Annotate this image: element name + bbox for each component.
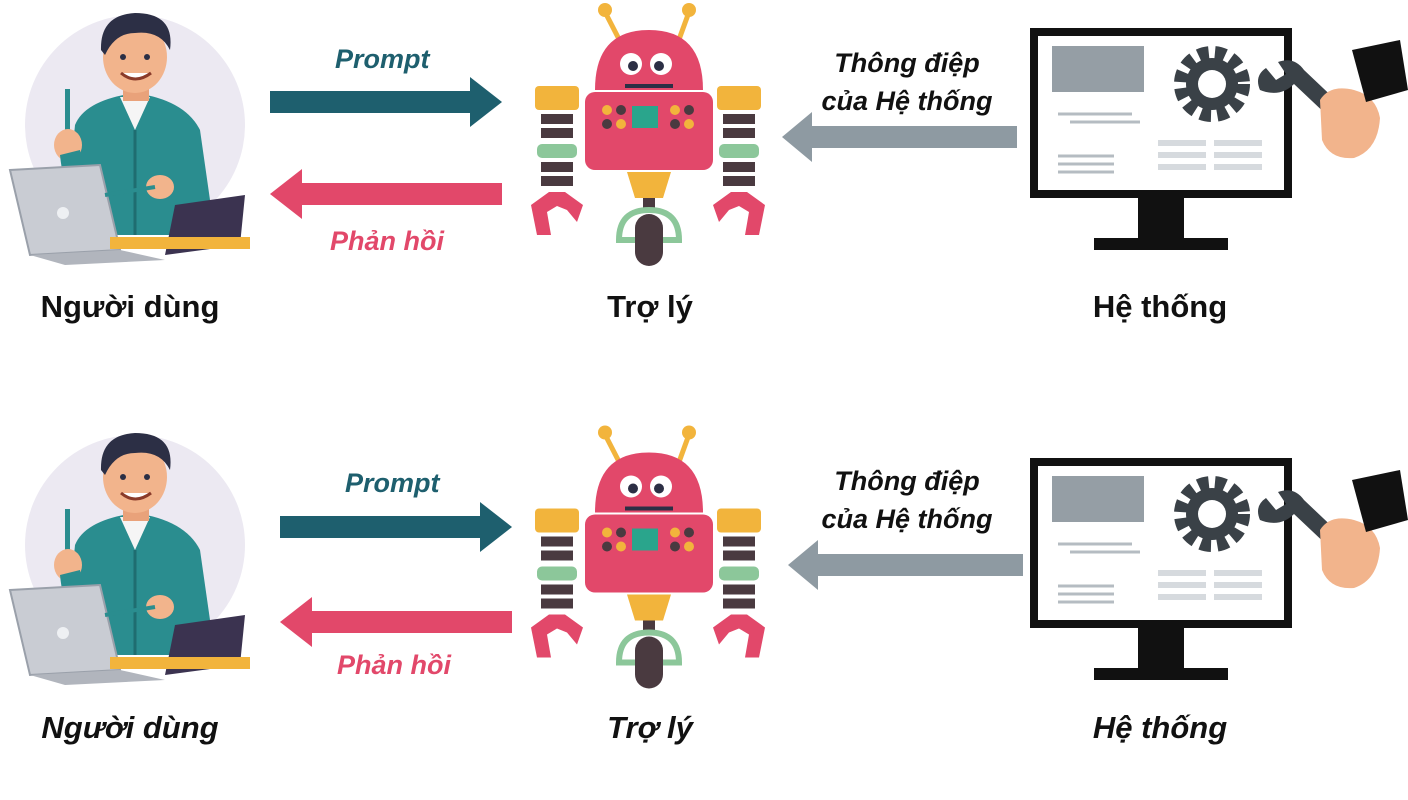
user-at-laptop-icon	[8, 13, 250, 265]
system-message-line-2: của Hệ thống	[821, 86, 993, 116]
gear-icon	[1174, 476, 1250, 552]
system-message-arrow	[782, 112, 1017, 162]
assistant-caption: Trợ lý	[607, 289, 693, 324]
response-arrow	[270, 169, 502, 219]
diagram-canvas: Prompt Phản hồi	[0, 0, 1408, 745]
system-message-line-1: Thông điệp	[834, 48, 980, 78]
system-message-label: Thông điệp của Hệ thống	[812, 44, 1002, 120]
robot-assistant-icon	[531, 3, 765, 266]
prompt-label: Prompt	[335, 44, 430, 74]
gear-icon	[1174, 46, 1250, 122]
flow-row-1: Prompt Phản hồi	[0, 0, 1408, 380]
system-caption: Hệ thống	[1092, 289, 1228, 324]
monitor-with-gear-icon	[1030, 28, 1292, 250]
user-caption: Người dùng	[41, 710, 219, 745]
prompt-arrow	[270, 77, 502, 127]
assistant-caption: Trợ lý	[607, 710, 693, 745]
response-arrow	[280, 597, 512, 647]
user-caption: Người dùng	[40, 289, 220, 324]
prompt-arrow	[280, 502, 512, 552]
user-at-laptop-icon	[8, 433, 250, 685]
wrench-hand-icon	[1258, 470, 1408, 589]
wrench-hand-icon	[1258, 40, 1408, 159]
flow-row-2: Prompt Phản hồi	[0, 420, 1408, 800]
monitor-with-gear-icon	[1030, 458, 1292, 680]
response-label: Phản hồi	[330, 226, 444, 256]
system-caption: Hệ thống	[1092, 710, 1228, 745]
system-message-arrow	[788, 540, 1023, 590]
response-label: Phản hồi	[337, 650, 451, 680]
system-message-label: Thông điệp của Hệ thống	[812, 462, 1002, 538]
system-message-line-1: Thông điệp	[834, 466, 980, 496]
robot-assistant-icon	[531, 425, 765, 689]
prompt-label: Prompt	[345, 468, 440, 498]
system-message-line-2: của Hệ thống	[821, 504, 993, 534]
